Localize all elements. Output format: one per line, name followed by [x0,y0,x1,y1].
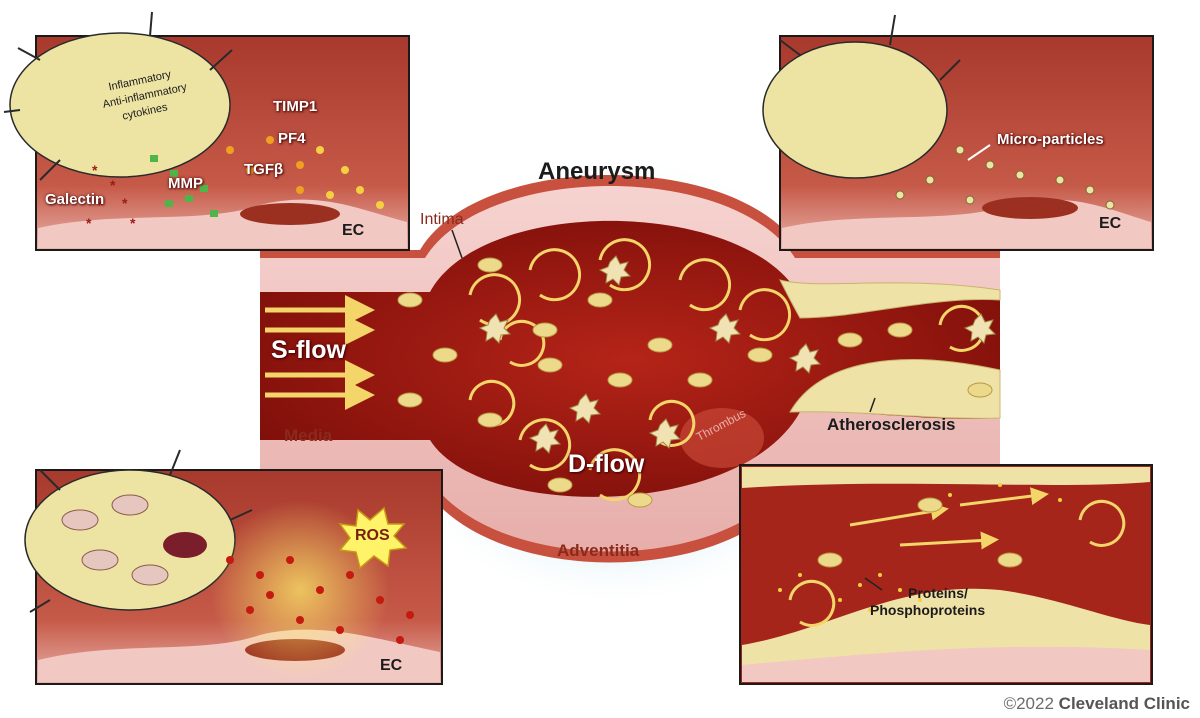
inset-microparticles [762,14,1154,251]
inset-ros [24,449,443,685]
microparticles-leader [967,144,991,161]
protein-dots [778,483,1062,612]
atherosclerosis-leader [869,397,876,413]
svg-text:*: * [92,162,98,178]
ros-starburst [338,506,408,570]
label-galectin: Galectin [45,191,105,208]
activated-platelets [478,255,997,454]
label-s-flow: S-flow [271,336,346,364]
proteins-flow-arrows [788,487,1126,627]
label-d-flow: D-flow [568,450,645,478]
mitochondrion [163,532,207,558]
svg-text:*: * [130,215,136,231]
label-ec-top-left: EC [342,222,365,239]
svg-text:*: * [98,197,104,213]
label-aneurysm: Aneurysm [538,158,656,185]
label-microparticles: Micro-particles [997,131,1104,148]
platelets [397,257,993,508]
label-adventitia: Adventitia [557,541,640,560]
inset-proteins [739,464,1153,685]
copyright-org: Cleveland Clinic [1058,694,1190,713]
label-tgfb: TGFβ [244,161,284,178]
label-phosphoproteins: Phosphoproteins [870,602,986,618]
svg-text:*: * [110,177,116,193]
plaque-bottom [789,359,1001,419]
platelet-cell-shedding [762,14,961,179]
tgfb-dots [226,136,384,209]
copyright: ©2022 Cleveland Clinic [1004,694,1190,714]
proteins-platelets [817,497,1023,568]
svg-text:*: * [86,215,92,231]
galectin-markers: *** *** [86,162,136,231]
label-ec-bottom-left: EC [380,657,403,674]
s-flow-arrows [265,295,375,410]
label-mmp: MMP [168,175,203,192]
label-pf4: PF4 [278,130,306,147]
inset-cytokines: *** *** [3,11,410,251]
thrombus [680,408,764,468]
label-proteins: Proteins/ [908,585,968,601]
plaque-top [779,279,1001,319]
microparticle-dots [895,145,1115,210]
proteins-leader [864,577,883,591]
label-timp1: TIMP1 [273,98,318,115]
platelet-cell-mitochondria [24,449,253,613]
copyright-year: ©2022 [1003,694,1054,713]
label-atherosclerosis: Atherosclerosis [827,415,956,434]
mmp-markers [150,155,218,217]
vessel-lumen [260,220,1000,497]
intima-leader [451,229,463,259]
ros-particles [226,556,414,644]
label-intima: Intima [420,211,464,228]
label-ec-top-right: EC [1099,215,1122,232]
svg-text:*: * [122,195,128,211]
label-media: Media [284,426,333,445]
label-ros: ROS [355,527,390,544]
endothelial-nucleus [240,203,340,225]
platelet-cell [3,11,233,181]
